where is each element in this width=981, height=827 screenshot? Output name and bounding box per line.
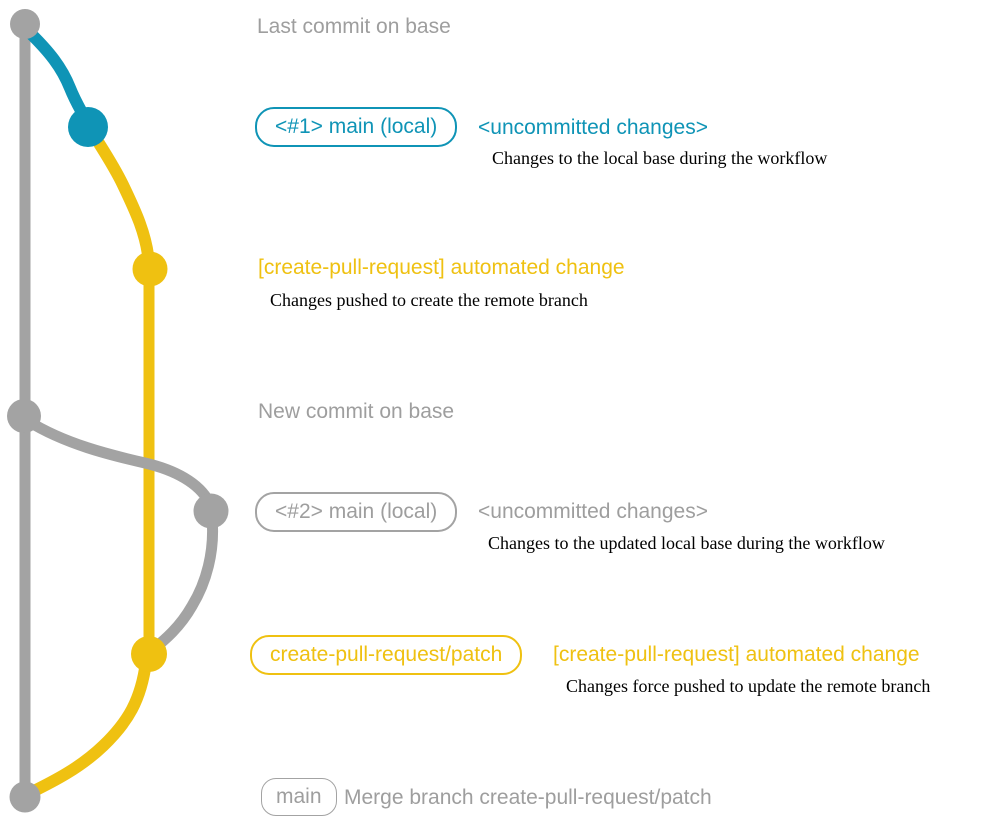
label-last-commit-on-base: Last commit on base [257,15,451,38]
branch-badge-main-local-2: <#2> main (local) [255,492,458,532]
commit-node-remote-1 [132,251,168,287]
base-branch-curve-2 [146,512,219,656]
remote-branch-curve-2 [22,656,152,800]
commit-node-remote-2 [131,636,167,672]
label-automated-change-1: [create-pull-request] automated change [258,256,625,279]
commit-node-local-2 [193,493,229,529]
desc-local-changes-2: Changes to the updated local base during… [488,533,885,553]
branch-badge-create-pull-request-patch: create-pull-request/patch [250,635,523,675]
status-uncommitted-changes-2: <uncommitted changes> [478,500,708,523]
label-automated-change-2: [create-pull-request] automated change [553,643,920,666]
commit-node-new-base [7,399,41,433]
status-uncommitted-changes-1: <uncommitted changes> [478,116,708,139]
label-new-commit-on-base: New commit on base [258,400,455,423]
desc-force-push-update-branch: Changes force pushed to update the remot… [566,676,931,696]
desc-push-create-branch: Changes pushed to create the remote bran… [270,290,588,310]
branch-badge-main-local-1: <#1> main (local) [255,107,458,147]
commit-node-local-1 [68,107,108,147]
commit-node-last-base [10,9,40,39]
remote-branch-curve-1 [86,126,155,270]
base-branch-curve-1 [22,415,215,508]
local-branch-curve-1 [21,24,93,128]
desc-local-changes-1: Changes to the local base during the wor… [492,148,828,168]
branch-badge-main: main [261,778,337,816]
commit-node-merge [9,781,41,813]
label-merge-branch: Merge branch create-pull-request/patch [344,786,712,809]
